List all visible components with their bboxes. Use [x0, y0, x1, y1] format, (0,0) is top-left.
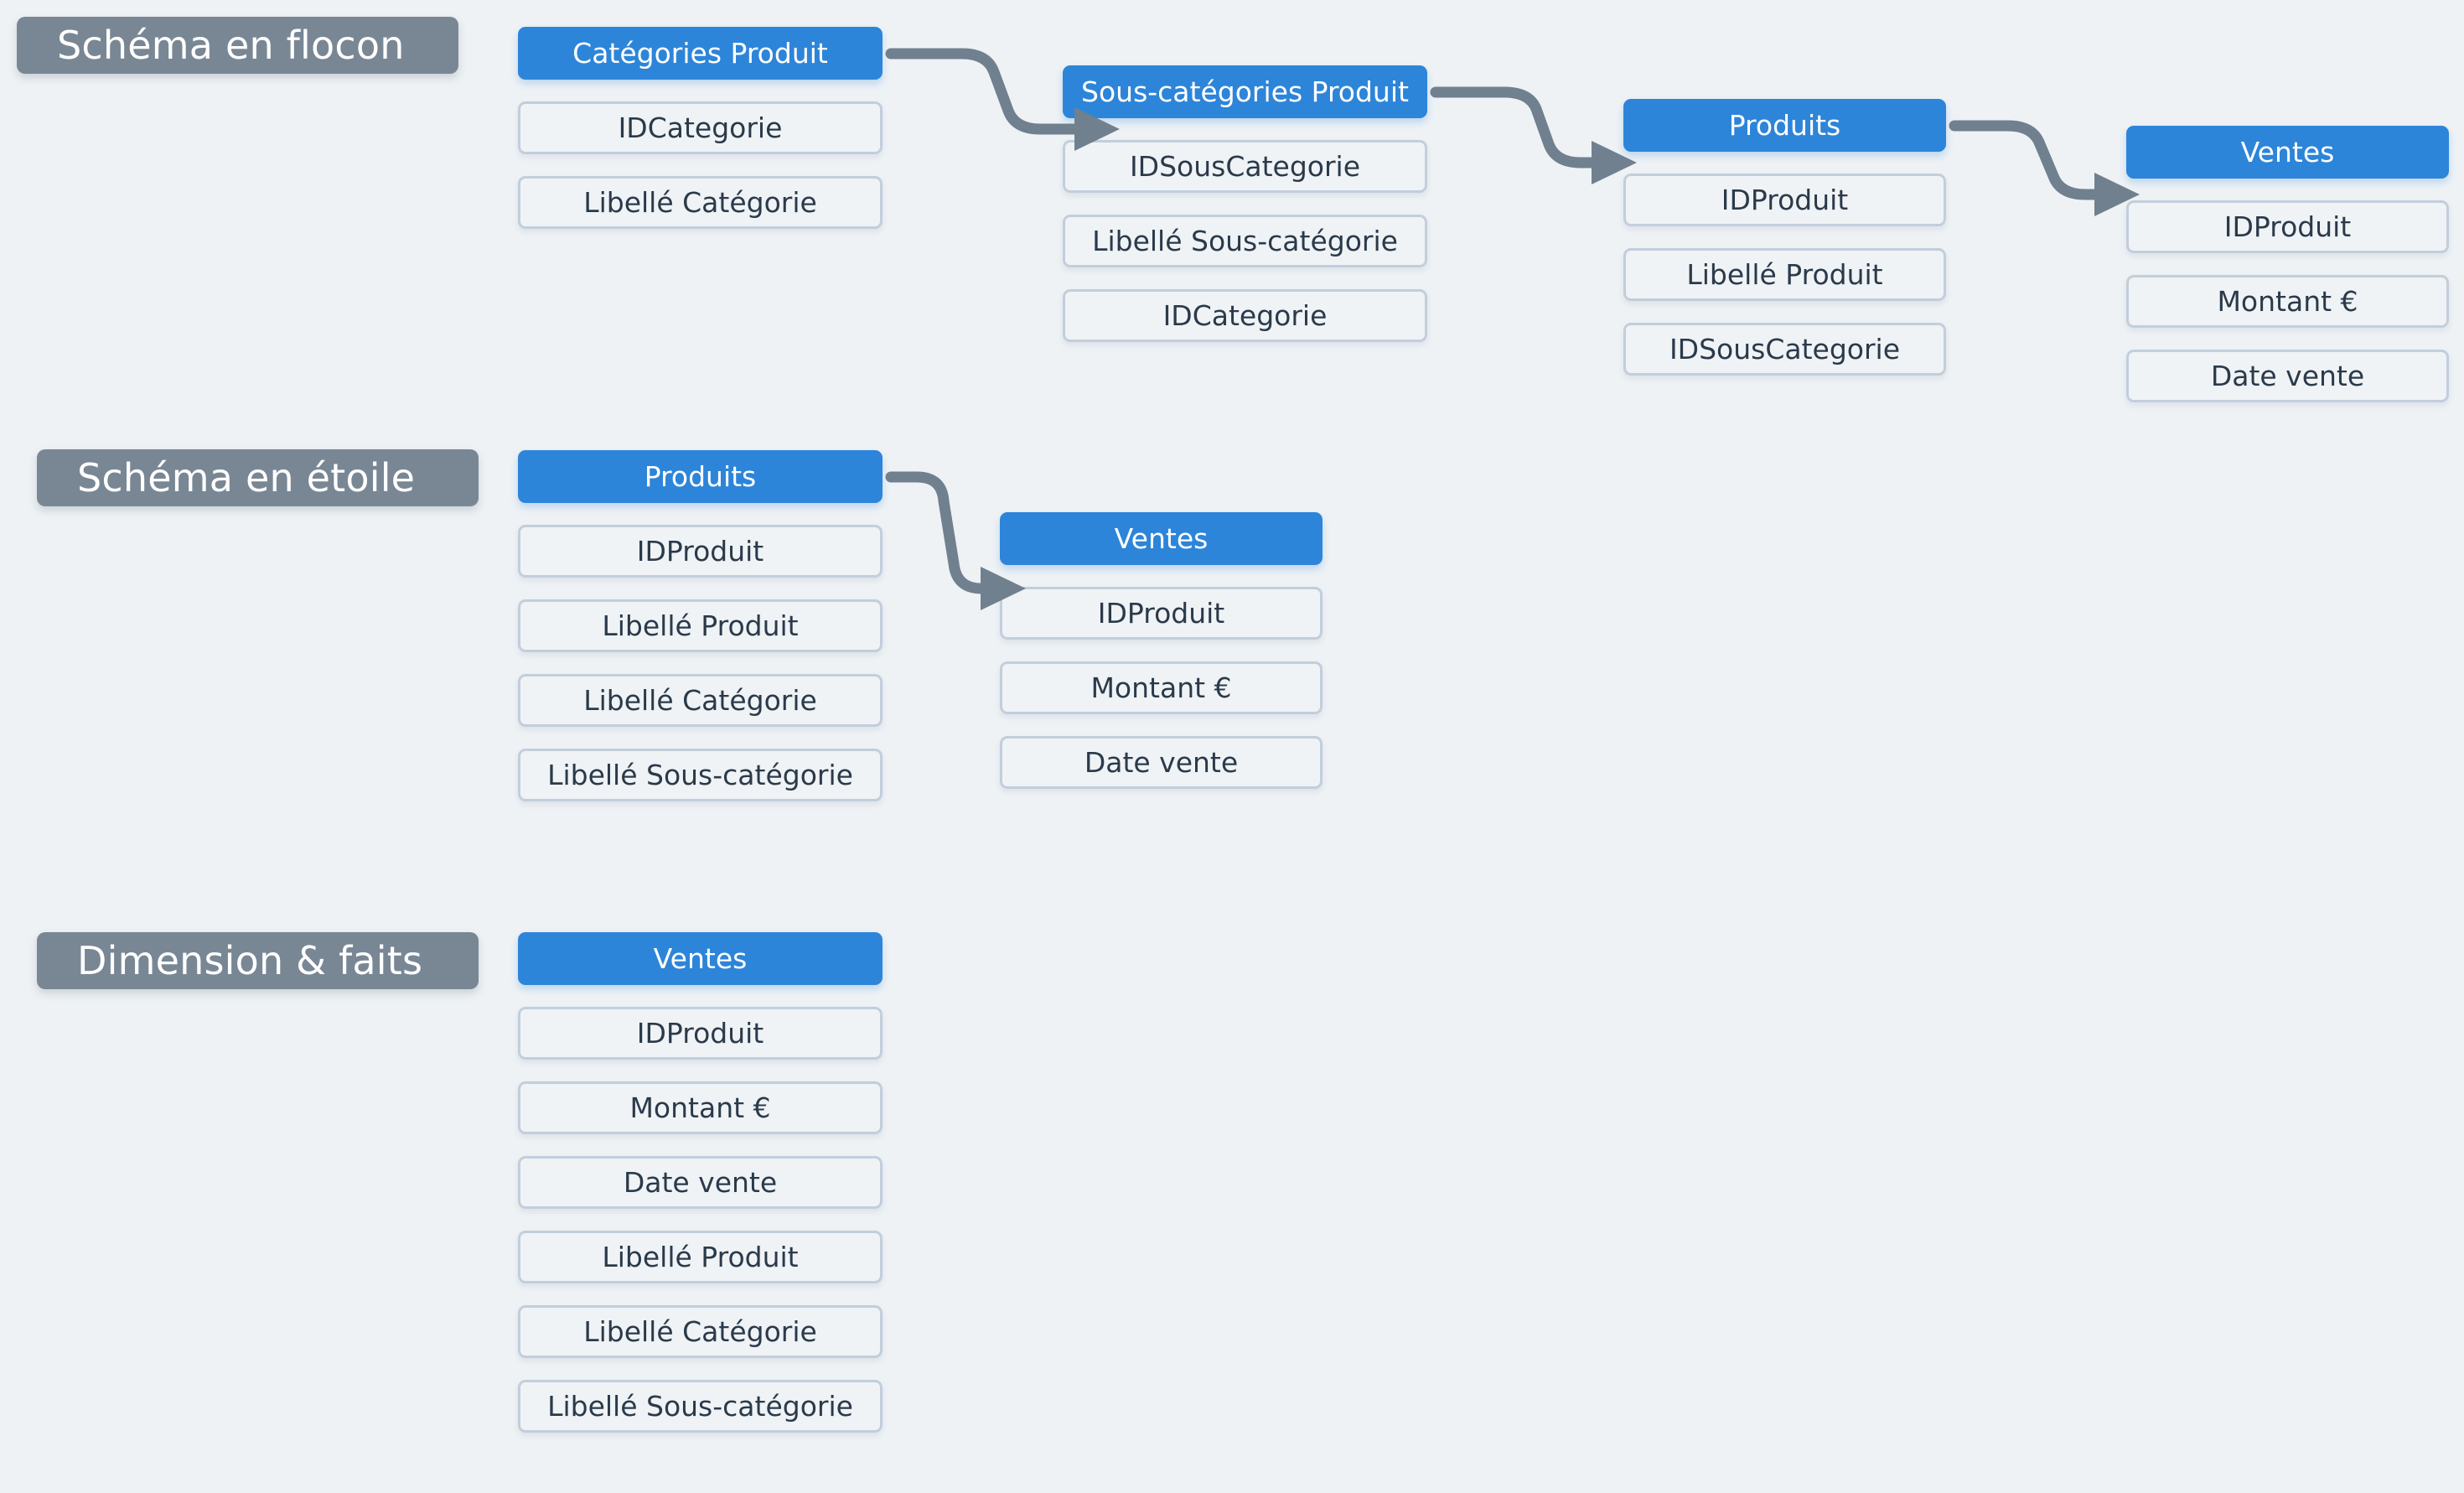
entity-header-produits-snowflake[interactable]: Produits [1623, 99, 1946, 152]
entity-field-idcategorie[interactable]: IDCategorie [518, 101, 883, 154]
entity-header-produits-star[interactable]: Produits [518, 450, 883, 503]
section-label-snowflake-text: Schéma en flocon [57, 23, 405, 68]
section-label-dimension-facts: Dimension & faits [37, 932, 479, 989]
entity-field-libelle-sous-categorie-star[interactable]: Libellé Sous-catégorie [518, 749, 883, 801]
entity-header-sous-categories-produit[interactable]: Sous-catégories Produit [1063, 65, 1427, 118]
entity-field-montant-df[interactable]: Montant € [518, 1081, 883, 1134]
entity-produits-snowflake: Produits IDProduit Libellé Produit IDSou… [1623, 99, 1946, 376]
entity-sous-categories-produit: Sous-catégories Produit IDSousCategorie … [1063, 65, 1427, 342]
entity-header-ventes-snowflake[interactable]: Ventes [2126, 126, 2449, 179]
section-label-snowflake: Schéma en flocon [17, 17, 458, 74]
entity-field-idcategorie-fk[interactable]: IDCategorie [1063, 289, 1427, 342]
entity-field-idsouscategorie[interactable]: IDSousCategorie [1063, 140, 1427, 193]
connector-souscategories-to-produits-icon [1430, 86, 1637, 184]
entity-ventes-dimension-facts: Ventes IDProduit Montant € Date vente Li… [518, 932, 883, 1433]
entity-field-date-vente-snowflake[interactable]: Date vente [2126, 350, 2449, 402]
entity-field-libelle-produit-star[interactable]: Libellé Produit [518, 599, 883, 652]
entity-field-idsouscategorie-fk[interactable]: IDSousCategorie [1623, 323, 1946, 376]
entity-field-libelle-produit-snowflake[interactable]: Libellé Produit [1623, 248, 1946, 301]
entity-produits-star: Produits IDProduit Libellé Produit Libel… [518, 450, 883, 801]
entity-ventes-star: Ventes IDProduit Montant € Date vente [1000, 512, 1323, 789]
connector-produits-to-ventes-snowflake-icon [1949, 120, 2140, 216]
section-label-star-text: Schéma en étoile [77, 455, 416, 500]
entity-field-idproduit-star[interactable]: IDProduit [518, 525, 883, 578]
entity-field-libelle-categorie[interactable]: Libellé Catégorie [518, 176, 883, 229]
entity-header-ventes-dimension-facts[interactable]: Ventes [518, 932, 883, 985]
entity-ventes-snowflake: Ventes IDProduit Montant € Date vente [2126, 126, 2449, 402]
entity-header-categories-produit[interactable]: Catégories Produit [518, 27, 883, 80]
entity-header-ventes-star[interactable]: Ventes [1000, 512, 1323, 565]
entity-field-libelle-sous-categorie-df[interactable]: Libellé Sous-catégorie [518, 1380, 883, 1433]
entity-field-libelle-categorie-star[interactable]: Libellé Catégorie [518, 674, 883, 727]
entity-field-idproduit-snowflake[interactable]: IDProduit [1623, 174, 1946, 226]
entity-field-date-vente-star[interactable]: Date vente [1000, 736, 1323, 789]
entity-field-idproduit-ventes-snowflake[interactable]: IDProduit [2126, 200, 2449, 253]
entity-categories-produit: Catégories Produit IDCategorie Libellé C… [518, 27, 883, 229]
entity-field-idproduit-df[interactable]: IDProduit [518, 1007, 883, 1060]
entity-field-libelle-produit-df[interactable]: Libellé Produit [518, 1231, 883, 1283]
section-label-dimension-facts-text: Dimension & faits [77, 938, 423, 983]
entity-field-montant-star[interactable]: Montant € [1000, 661, 1323, 714]
entity-field-idproduit-ventes-star[interactable]: IDProduit [1000, 587, 1323, 640]
entity-field-montant-snowflake[interactable]: Montant € [2126, 275, 2449, 328]
entity-field-date-vente-df[interactable]: Date vente [518, 1156, 883, 1209]
section-label-star: Schéma en étoile [37, 449, 479, 506]
entity-field-libelle-categorie-df[interactable]: Libellé Catégorie [518, 1305, 883, 1358]
entity-field-libelle-sous-categorie[interactable]: Libellé Sous-catégorie [1063, 215, 1427, 267]
